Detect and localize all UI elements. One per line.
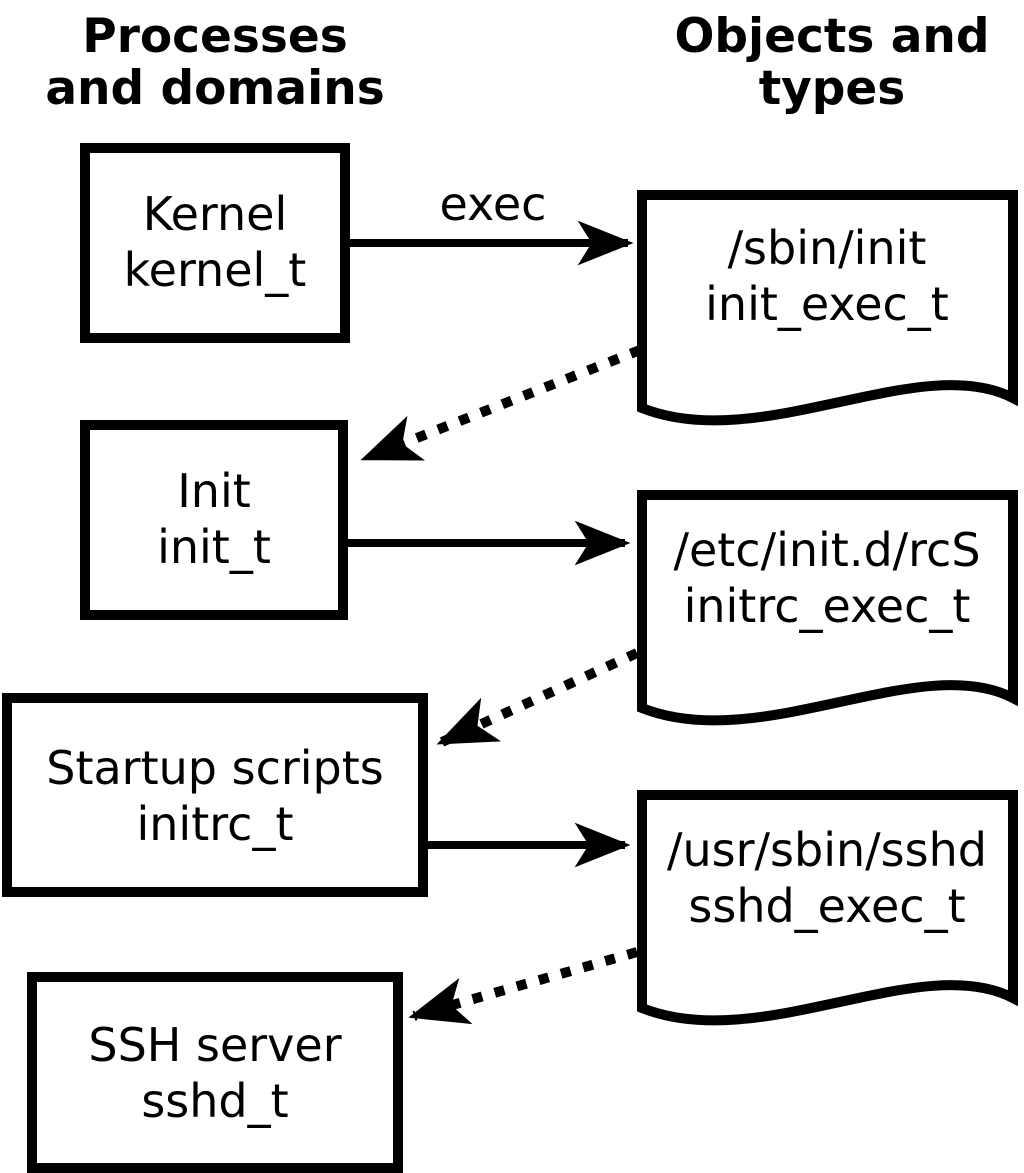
- process-name: Startup scripts: [46, 741, 384, 795]
- object-type: initrc_exec_t: [684, 579, 971, 633]
- process-box: [2, 693, 428, 897]
- object-path: /usr/sbin/sshd: [667, 823, 987, 877]
- process-domain-type: init_t: [157, 520, 271, 574]
- object-path: /sbin/init: [728, 221, 927, 275]
- process-domain-type: sshd_t: [141, 1074, 288, 1128]
- process-box: [27, 972, 403, 1173]
- column-header-processes-line1: Processes: [82, 9, 347, 64]
- process-node-kernel: Kernel kernel_t: [80, 143, 350, 343]
- process-node-startup-scripts: Startup scripts initrc_t: [2, 693, 428, 897]
- process-node-init: Init init_t: [80, 420, 348, 620]
- process-name: Kernel: [143, 187, 288, 241]
- edge-init-exec-to-init-t: [360, 345, 642, 463]
- document-shape: [637, 790, 1018, 1026]
- process-box: [80, 143, 350, 343]
- column-header-objects-line2: types: [759, 61, 906, 116]
- object-node-sbin-init: /sbin/init init_exec_t: [637, 190, 1018, 426]
- edge-initrc-exec-to-initrc-t: [436, 648, 640, 747]
- edge-kernel-to-sbin-init: exec: [350, 177, 634, 266]
- document-shape: [637, 190, 1018, 426]
- process-box: [80, 420, 348, 620]
- process-name: SSH server: [88, 1018, 341, 1072]
- object-node-etc-init-d-rcS: /etc/init.d/rcS initrc_exec_t: [637, 490, 1018, 726]
- object-type: init_exec_t: [705, 277, 949, 331]
- process-domain-type: kernel_t: [124, 243, 307, 297]
- column-header-processes-line2: and domains: [45, 61, 384, 116]
- process-node-ssh-server: SSH server sshd_t: [27, 972, 403, 1173]
- column-header-objects-line1: Objects and: [674, 9, 989, 64]
- object-path: /etc/init.d/rcS: [673, 523, 980, 577]
- object-node-usr-sbin-sshd: /usr/sbin/sshd sshd_exec_t: [637, 790, 1018, 1026]
- column-header-processes: Processes and domains: [45, 9, 384, 116]
- process-name: Init: [177, 464, 251, 518]
- object-type: sshd_exec_t: [688, 879, 965, 933]
- process-domain-type: initrc_t: [137, 797, 294, 851]
- column-header-objects: Objects and types: [674, 9, 989, 116]
- edge-sshd-exec-to-sshd-t: [408, 947, 639, 1025]
- document-shape: [637, 490, 1018, 726]
- exec-edge-label: exec: [440, 177, 547, 231]
